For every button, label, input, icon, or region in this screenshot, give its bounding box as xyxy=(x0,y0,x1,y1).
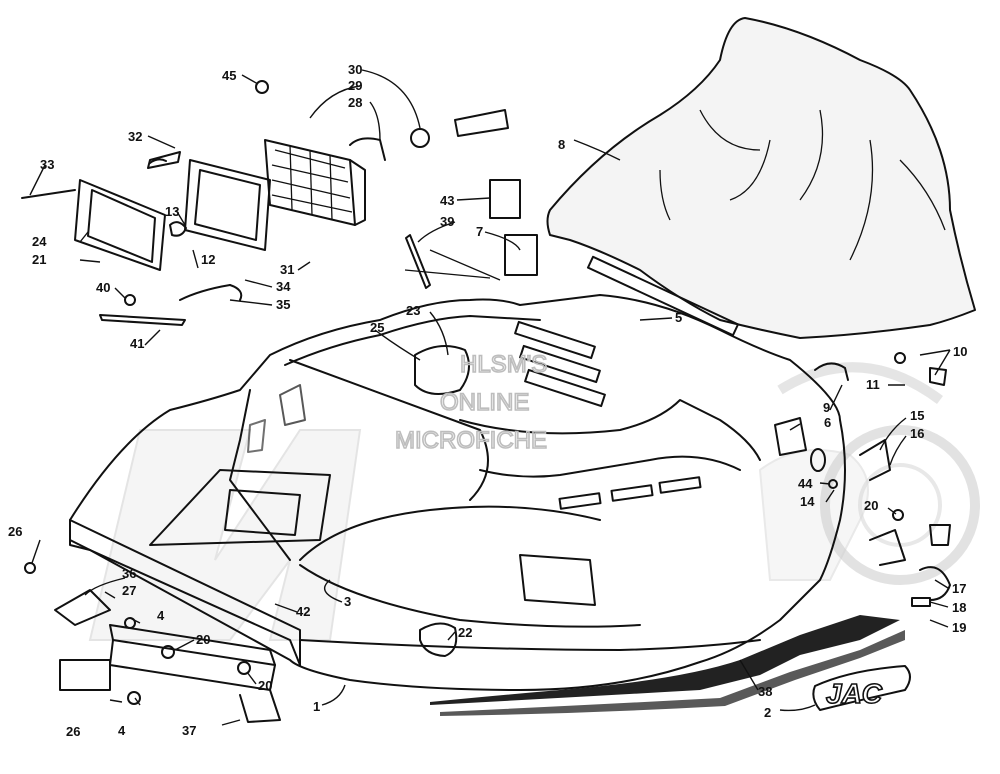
callout-30: 30 xyxy=(348,62,362,77)
callout-40: 40 xyxy=(96,280,110,295)
callout-18: 18 xyxy=(952,600,966,615)
callout-4-lower: 4 xyxy=(118,723,126,738)
jac-badge: JAC xyxy=(812,665,911,711)
callout-27: 27 xyxy=(122,583,136,598)
callout-20-mid: 20 xyxy=(196,632,210,647)
callout-2: 2 xyxy=(764,705,771,720)
callout-44: 44 xyxy=(798,476,813,491)
callout-21: 21 xyxy=(32,252,46,267)
watermark-line-3: MICROFICHE xyxy=(395,427,547,454)
microfiche-watermark: HLSM'S ONLINE MICROFICHE xyxy=(394,350,548,455)
callout-7: 7 xyxy=(476,224,483,239)
callout-28: 28 xyxy=(348,95,362,110)
callout-5: 5 xyxy=(675,310,682,325)
callout-25: 25 xyxy=(370,320,384,335)
callout-15: 15 xyxy=(910,408,924,423)
side-stripe-decal xyxy=(430,615,905,716)
headlight-assembly xyxy=(74,109,740,337)
callout-39: 39 xyxy=(440,214,454,229)
callout-31: 31 xyxy=(280,262,294,277)
callout-20-low: 20 xyxy=(258,678,272,693)
callout-36: 36 xyxy=(122,566,136,581)
callout-10: 10 xyxy=(953,344,967,359)
leader-lines xyxy=(29,69,951,726)
callout-24: 24 xyxy=(32,234,47,249)
watermark-line-1: HLSM'S xyxy=(460,351,547,378)
callout-42: 42 xyxy=(296,604,310,619)
callout-3: 3 xyxy=(344,594,351,609)
callout-4-upper: 4 xyxy=(157,608,165,623)
callout-22: 22 xyxy=(458,625,472,640)
hood-vents xyxy=(514,320,702,510)
callout-26-upper: 26 xyxy=(8,524,22,539)
hardware-parts xyxy=(21,80,951,723)
callout-29: 29 xyxy=(348,78,362,93)
callout-9: 9 xyxy=(823,400,830,415)
callout-20-right: 20 xyxy=(864,498,878,513)
callout-8: 8 xyxy=(558,137,565,152)
callout-12: 12 xyxy=(201,252,215,267)
callout-34: 34 xyxy=(276,279,291,294)
callout-41: 41 xyxy=(130,336,144,351)
callout-37: 37 xyxy=(182,723,196,738)
callout-16: 16 xyxy=(910,426,924,441)
hood-body xyxy=(69,294,846,691)
callout-19: 19 xyxy=(952,620,966,635)
callout-numbers: 1 2 3 4 4 5 6 7 8 9 10 11 12 13 14 15 16… xyxy=(8,62,967,739)
callout-33: 33 xyxy=(40,157,54,172)
callout-43: 43 xyxy=(440,193,454,208)
callout-35: 35 xyxy=(276,297,290,312)
callout-32: 32 xyxy=(128,129,142,144)
badge-text: JAC xyxy=(826,678,883,709)
callout-17: 17 xyxy=(952,581,966,596)
callout-13: 13 xyxy=(165,204,179,219)
callout-45: 45 xyxy=(222,68,236,83)
callout-11: 11 xyxy=(866,377,880,392)
callout-26-lower: 26 xyxy=(66,724,80,739)
watermark-line-2: ONLINE xyxy=(440,389,529,416)
callout-23: 23 xyxy=(406,303,420,318)
windshield xyxy=(546,17,976,339)
callout-1: 1 xyxy=(313,699,320,714)
callout-6: 6 xyxy=(824,415,831,430)
callout-14: 14 xyxy=(800,494,815,509)
callout-38: 38 xyxy=(758,684,772,699)
